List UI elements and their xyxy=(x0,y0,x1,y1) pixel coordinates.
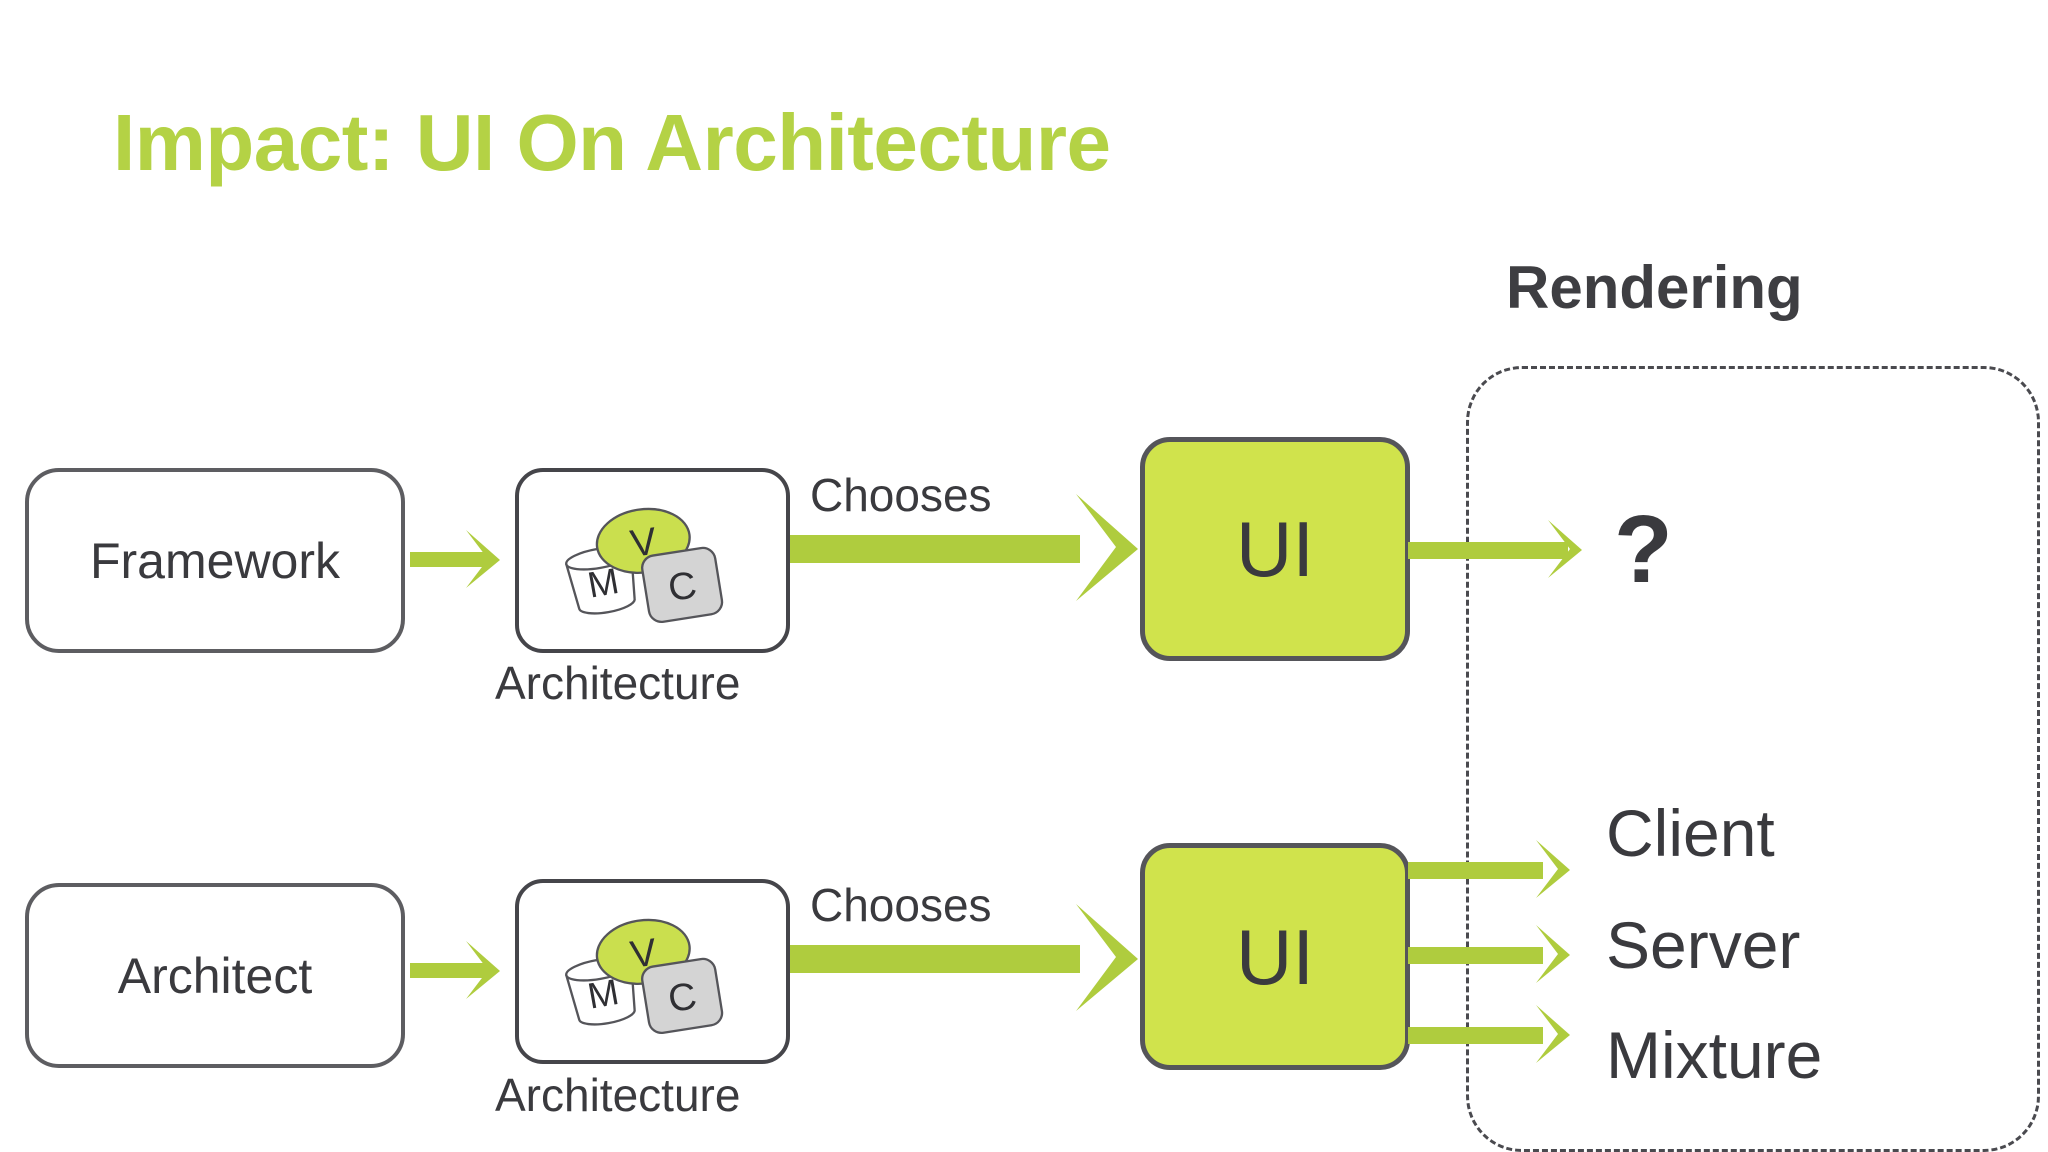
architect-box-label: Architect xyxy=(117,947,313,1004)
ui-box-bottom[interactable]: UI xyxy=(1140,843,1410,1070)
arrow-architect-to-architecture xyxy=(410,941,500,999)
framework-box-label: Framework xyxy=(89,532,341,589)
rendering-heading: Rendering xyxy=(1506,254,1803,321)
ui-box-top[interactable]: UI xyxy=(1140,437,1410,661)
architecture-box-bottom[interactable]: M V C xyxy=(515,879,790,1064)
architecture-caption-top: Architecture xyxy=(495,657,741,709)
arrow-framework-to-architecture xyxy=(410,530,500,588)
mvc-icon: M V C xyxy=(565,507,724,624)
architecture-box-top[interactable]: M V C xyxy=(515,468,790,653)
mvc-icon: M V C xyxy=(565,918,724,1035)
chooses-label-top: Chooses xyxy=(810,469,992,521)
svg-text:C: C xyxy=(665,564,699,610)
output-server: Server xyxy=(1606,908,1801,982)
output-client: Client xyxy=(1606,796,1775,870)
svg-text:C: C xyxy=(665,975,699,1021)
ui-box-top-label: UI xyxy=(1236,505,1314,593)
ui-box-bottom-label: UI xyxy=(1236,912,1314,1001)
rendering-region xyxy=(1466,366,2040,1152)
chooses-label-bottom: Chooses xyxy=(810,879,992,931)
output-mixture: Mixture xyxy=(1606,1018,1823,1092)
page-title: Impact: UI On Architecture xyxy=(113,98,1111,187)
architect-box[interactable]: Architect xyxy=(25,883,405,1068)
framework-box[interactable]: Framework xyxy=(25,468,405,653)
output-question-mark: ? xyxy=(1614,496,1673,603)
architecture-caption-bottom: Architecture xyxy=(495,1069,741,1121)
